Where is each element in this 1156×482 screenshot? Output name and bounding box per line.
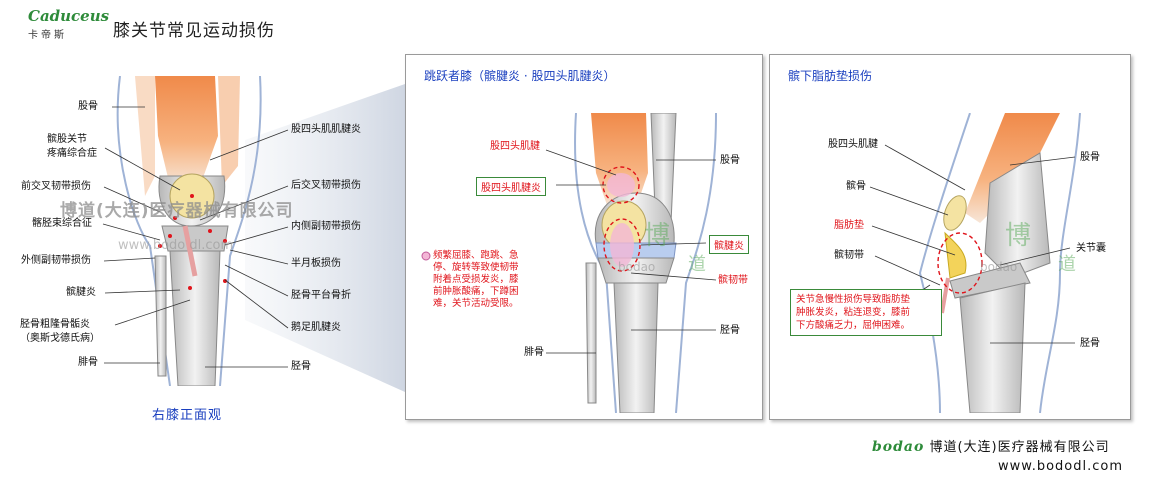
main-leader-lines <box>102 106 289 368</box>
label-fp-patella: 髌骨 <box>846 181 866 192</box>
label-meniscus-injury: 半月板损伤 <box>291 258 341 269</box>
note-line-2: 停、旋转等致使韧带 <box>433 262 519 273</box>
label-pcl-injury: 后交叉韧带损伤 <box>291 180 361 191</box>
watermark-url: www.bodo dl.com <box>118 238 234 253</box>
footer-logo: bodao <box>872 439 925 455</box>
footer-company: bodao 博道(大连)医疗器械有限公司 <box>872 436 1110 455</box>
label-fp-femur: 股骨 <box>1080 152 1100 163</box>
label-panel-fibula: 腓骨 <box>524 347 544 358</box>
label-panel-femur: 股骨 <box>720 155 740 166</box>
jumpers-knee-note: 频繁屈膝、跑跳、急 停、旋转等致使韧带 附着点受损发炎，膝 前肿胀酸痛，下蹲困 … <box>433 250 519 310</box>
fp-note-line-3: 下方酸痛乏力，屈伸困难。 <box>796 320 911 331</box>
panel-fat-pad-title: 髌下脂肪垫损伤 <box>788 69 873 83</box>
view-caption: 右膝正面观 <box>152 408 223 423</box>
label-fibula: 腓骨 <box>78 357 98 368</box>
fp-note-line-1: 关节急慢性损伤导致脂肪垫 <box>796 294 911 305</box>
label-pes-anserine-tendinitis: 鹅足肌腱炎 <box>291 322 341 333</box>
label-patellar-tendinitis: 髌腱炎 <box>66 287 96 298</box>
watermark-glyph: 博 <box>644 221 671 251</box>
label-fp-capsule: 关节囊 <box>1076 243 1106 254</box>
fat-pad-note: 关节急慢性损伤导致脂肪垫 肿胀发炎，粘连退变，膝前 下方酸痛乏力，屈伸困难。 <box>790 289 942 336</box>
note-line-1: 频繁屈膝、跑跳、急 <box>433 250 519 261</box>
brand-subtitle: 卡帝斯 <box>28 30 67 41</box>
bullet-icon <box>421 251 431 261</box>
label-fp-fat-pad: 脂肪垫 <box>834 220 864 231</box>
watermark-glyph-fp-2: 道 <box>1058 254 1076 275</box>
label-panel-tibia: 胫骨 <box>720 325 740 336</box>
label-quad-tendinitis: 股四头肌肌腱炎 <box>291 124 361 135</box>
fp-note-line-2: 肿胀发炎，粘连退变，膝前 <box>796 307 911 318</box>
footer-company-name: 博道(大连)医疗器械有限公司 <box>929 440 1110 455</box>
label-acl-injury: 前交叉韧带损伤 <box>21 181 91 192</box>
label-patellar-tendinitis-box: 髌腱炎 <box>709 235 749 254</box>
note-line-4: 前肿胀酸痛，下蹲困 <box>433 286 519 297</box>
panel-jumpers-knee: 跳跃者膝（髌腱炎 · 股四头肌腱炎） 股四头肌腱 股四头肌腱炎 股骨 髌腱炎 髌… <box>405 54 763 420</box>
label-lcl-injury: 外侧副韧带损伤 <box>21 255 91 266</box>
watermark-logo: bodao <box>618 260 656 274</box>
watermark-glyph-2: 道 <box>688 254 706 275</box>
page-title: 膝关节常见运动损伤 <box>113 21 275 41</box>
label-fp-tibia: 胫骨 <box>1080 338 1100 349</box>
note-line-3: 附着点受损发炎，膝 <box>433 274 519 285</box>
label-patellar-ligament: 髌韧带 <box>718 275 748 286</box>
label-osgood-1: 胫骨粗隆骨骺炎 <box>20 319 90 330</box>
label-tibia: 胫骨 <box>291 361 311 372</box>
fat-pad-leaders <box>869 144 1076 344</box>
label-quad-tendinitis-box: 股四头肌腱炎 <box>476 177 546 196</box>
label-osgood-2: （奥斯戈德氏病） <box>20 333 100 344</box>
label-mcl-injury: 内侧副韧带损伤 <box>291 221 361 232</box>
note-line-5: 难，关节活动受限。 <box>433 298 519 309</box>
panel-jumpers-knee-title: 跳跃者膝（髌腱炎 · 股四头肌腱炎） <box>424 69 616 83</box>
fat-pad-illustration <box>918 113 1081 413</box>
watermark-company: 博道(大连)医疗器械有限公司 <box>60 201 294 221</box>
knee-front-illustration <box>116 76 262 386</box>
label-pfps-2: 疼痛综合症 <box>47 148 97 159</box>
label-fp-quad-tendon: 股四头肌腱 <box>828 139 878 150</box>
label-tibial-plateau-fracture: 胫骨平台骨折 <box>291 290 351 301</box>
label-quad-tendon: 股四头肌腱 <box>490 141 540 152</box>
watermark-glyph-fp: 博 <box>1005 221 1032 251</box>
watermark-logo-fp: bodao <box>980 260 1018 274</box>
jumpers-knee-illustration <box>574 113 717 413</box>
label-itbs: 髂胫束综合征 <box>32 218 92 229</box>
label-pfps-1: 髌股关节 <box>47 134 87 145</box>
panel-fat-pad: 髌下脂肪垫损伤 股四头肌腱 股骨 髌骨 脂肪垫 髌韧带 关节囊 胫骨 关节急慢性… <box>769 54 1131 420</box>
label-fp-patellar-ligament: 髌韧带 <box>834 250 864 261</box>
label-femur: 股骨 <box>78 101 98 112</box>
jumpers-knee-leaders <box>545 149 717 354</box>
footer-url[interactable]: www.bododl.com <box>998 459 1124 474</box>
